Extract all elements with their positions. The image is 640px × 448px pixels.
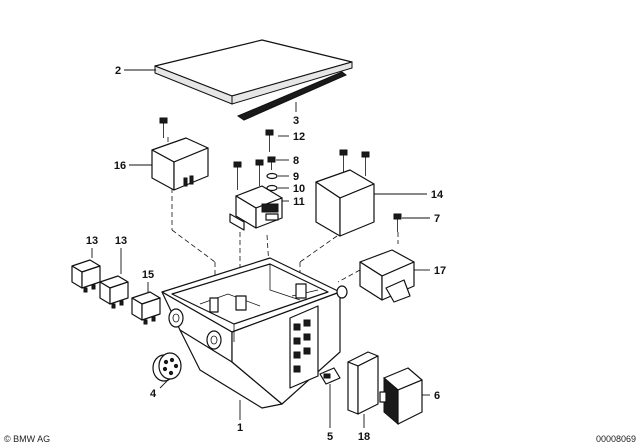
connector-plug-6: [379, 367, 423, 426]
callout-3: 3: [293, 115, 299, 127]
callout-4: 4: [150, 388, 157, 400]
cover-lid: [154, 39, 353, 105]
seal-strip: [236, 71, 347, 121]
round-connector-plug: [152, 352, 182, 382]
relay-16: [151, 117, 209, 191]
callout-9: 9: [293, 171, 299, 183]
callout-7: 7: [434, 213, 440, 225]
screw-12: [265, 129, 274, 152]
copyright-text: © BMW AG: [4, 434, 50, 444]
callout-16: 16: [114, 160, 126, 172]
callout-2: 2: [115, 65, 121, 77]
leader-lines: [91, 69, 430, 428]
callout-8: 8: [293, 155, 299, 167]
screw-7: [393, 213, 402, 232]
relay-15: [131, 291, 161, 325]
callout-17: 17: [434, 265, 446, 277]
callout-13-left: 13: [86, 235, 98, 247]
callout-15: 15: [142, 269, 154, 281]
module-18: [347, 351, 379, 415]
callout-5: 5: [327, 431, 333, 443]
callout-labels: 1 2 3 4 5 6 7 8 9 10 11 12 13 13 14 15 1…: [86, 65, 446, 443]
callout-12: 12: [293, 131, 305, 143]
callout-11: 11: [293, 196, 305, 208]
control-unit-14: [315, 149, 375, 237]
callout-6: 6: [434, 390, 440, 402]
relay-13-right: [99, 275, 129, 309]
callout-14: 14: [431, 189, 444, 201]
terminal-connector: [319, 367, 341, 385]
relay-17: [359, 249, 415, 303]
callout-13-right: 13: [115, 235, 127, 247]
drawing-number: 00008069: [596, 434, 636, 444]
washer-9: [266, 172, 278, 180]
relay-13-left: [71, 259, 101, 293]
callout-1: 1: [237, 422, 243, 434]
screw-8: [255, 156, 276, 186]
relay-box-housing: [161, 257, 348, 409]
callout-18: 18: [358, 431, 370, 443]
callout-10: 10: [293, 183, 305, 195]
washer-10: [266, 184, 278, 192]
relay-holder-11: [229, 161, 283, 231]
